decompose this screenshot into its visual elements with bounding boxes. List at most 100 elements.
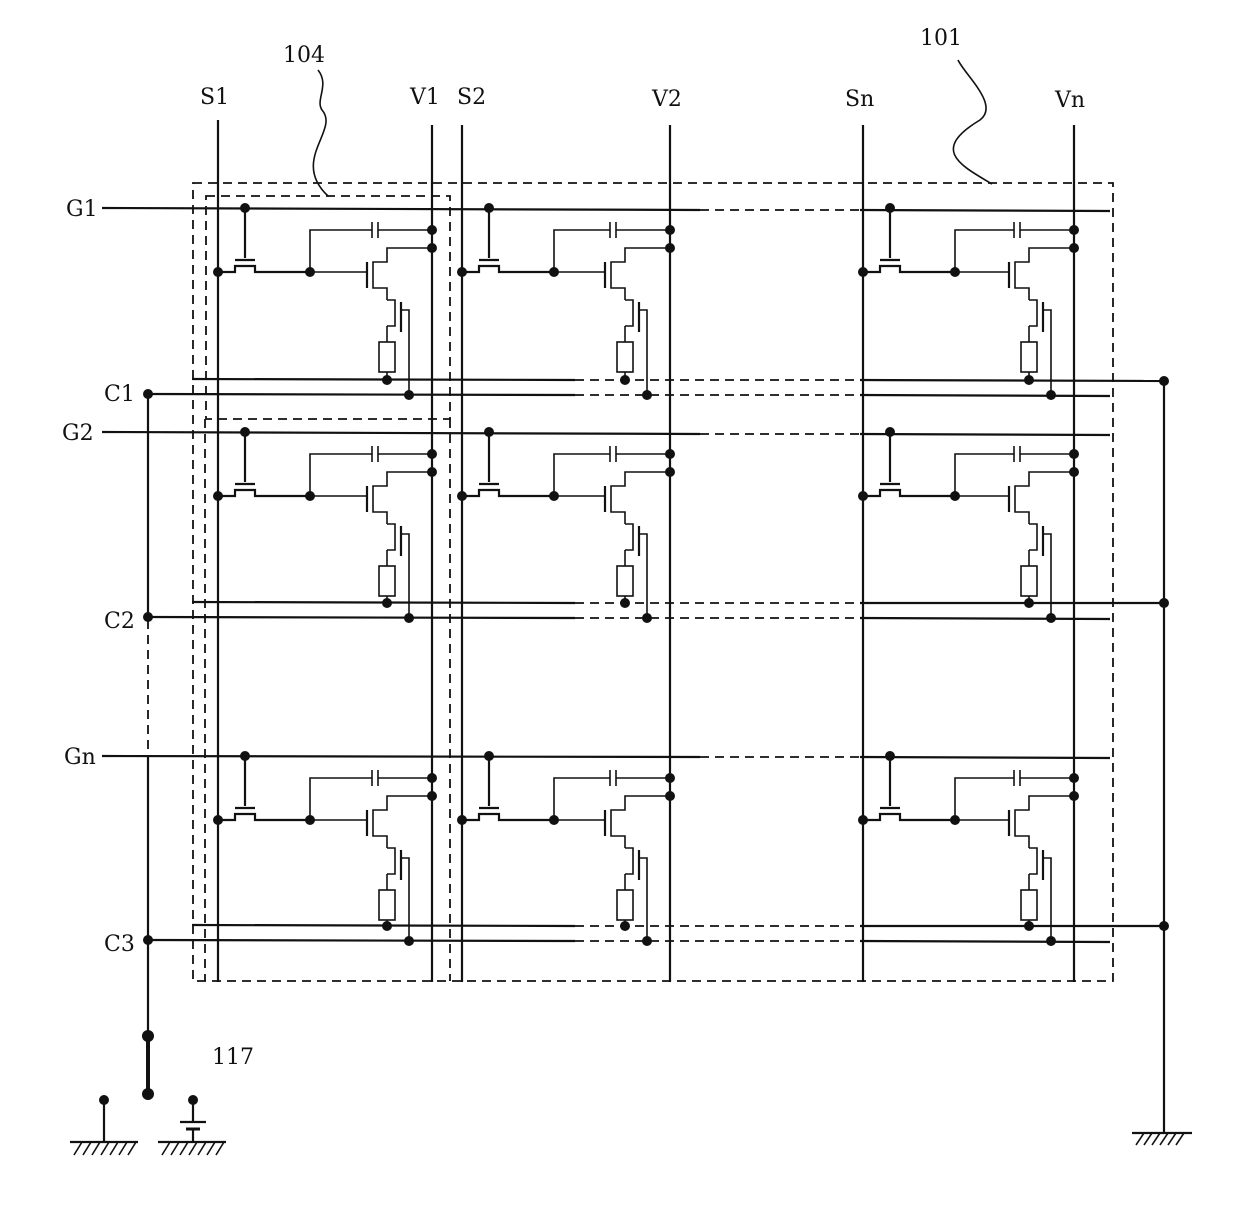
switch-tft-channel — [462, 814, 554, 820]
third-tft-gate-wire — [639, 858, 647, 941]
storage-capacitor-wire — [955, 230, 1014, 272]
gate-line-gn-end — [860, 757, 1110, 758]
switch-tft-channel — [462, 266, 554, 272]
light-emitting-element — [379, 890, 395, 920]
node-dot — [142, 1030, 154, 1042]
node-dot — [1024, 375, 1034, 385]
switch-tft-channel — [863, 814, 955, 820]
switch-tft-channel — [863, 490, 955, 496]
light-emitting-element — [617, 566, 633, 596]
node-dot — [858, 815, 868, 825]
node-dot — [665, 449, 675, 459]
node-dot — [620, 921, 630, 931]
row-label-c3: C3 — [104, 932, 135, 957]
node-dot — [1159, 376, 1169, 386]
third-tft-channel — [625, 300, 633, 326]
row-label-gn: Gn — [64, 745, 96, 770]
light-emitting-element — [1021, 342, 1037, 372]
node-dot — [858, 491, 868, 501]
third-tft-channel — [387, 524, 395, 550]
leader-104 — [313, 70, 328, 196]
drive-tft-channel — [611, 796, 670, 848]
node-dot — [665, 243, 675, 253]
drive-tft-channel — [373, 248, 432, 300]
row-label-c2: C2 — [104, 609, 135, 634]
column-label-sn: Sn — [845, 87, 874, 112]
column-label-v1: V1 — [409, 85, 440, 110]
switch-tft-channel — [218, 814, 310, 820]
node-dot — [1069, 791, 1079, 801]
switch-tft-channel — [863, 266, 955, 272]
pixel-cell — [457, 751, 675, 946]
gate-line-g1-end — [860, 210, 1110, 211]
column-label-vn: Vn — [1054, 88, 1085, 113]
node-dot — [665, 773, 675, 783]
storage-capacitor-wire — [310, 454, 372, 496]
switch-tft-channel — [462, 490, 554, 496]
light-emitting-element — [379, 342, 395, 372]
node-dot — [427, 467, 437, 477]
node-dot — [213, 491, 223, 501]
node-dot — [427, 243, 437, 253]
pixel-array-region-101 — [193, 183, 1113, 981]
third-tft-channel — [387, 848, 395, 874]
third-tft-gate-wire — [1043, 310, 1051, 395]
storage-capacitor-wire — [554, 230, 610, 272]
pixel-cell — [858, 751, 1079, 946]
node-dot — [427, 773, 437, 783]
node-dot — [1046, 390, 1056, 400]
gate-line-g1 — [102, 208, 700, 210]
pixel-cell — [213, 427, 437, 623]
common-line-c3 — [148, 940, 575, 941]
third-tft-gate-wire — [639, 534, 647, 618]
pixel-cells — [213, 203, 1079, 946]
common-line-c2-end — [860, 618, 1110, 619]
common-line-c3-end — [860, 941, 1110, 942]
node-dot — [404, 390, 414, 400]
pixel-cell — [213, 203, 437, 400]
node-dot — [665, 225, 675, 235]
node-dot — [1046, 936, 1056, 946]
common-line-c1 — [148, 394, 575, 395]
leader-101 — [953, 60, 992, 184]
storage-capacitor-wire — [554, 454, 610, 496]
node-dot — [620, 375, 630, 385]
gate-line-g2 — [102, 432, 700, 434]
third-tft-channel — [1029, 848, 1037, 874]
node-dot — [457, 815, 467, 825]
light-emitting-element — [379, 566, 395, 596]
third-tft-gate-wire — [639, 310, 647, 395]
reference-leaders — [313, 60, 992, 196]
drive-tft-channel — [611, 472, 670, 524]
power-source-117 — [158, 1095, 226, 1155]
ref-label-117: 117 — [212, 1045, 254, 1070]
column-label-s1: S1 — [200, 85, 229, 110]
common-lines — [148, 379, 1165, 942]
gate-line-g2-end — [860, 434, 1110, 435]
pixel-cell — [858, 427, 1079, 623]
node-dot — [1069, 773, 1079, 783]
column-label-s2: S2 — [457, 85, 486, 110]
third-tft-gate-wire — [401, 858, 409, 941]
node-dot — [213, 267, 223, 277]
switch-tft-channel — [218, 266, 310, 272]
node-dot — [404, 936, 414, 946]
node-dot — [457, 491, 467, 501]
row-label-c1: C1 — [104, 382, 135, 407]
node-dot — [143, 935, 153, 945]
column-lines — [218, 120, 1074, 982]
ref-label-104: 104 — [283, 43, 325, 68]
node-dot — [1069, 225, 1079, 235]
node-dot — [382, 375, 392, 385]
drive-tft-channel — [373, 472, 432, 524]
node-dot — [427, 225, 437, 235]
node-dot — [665, 791, 675, 801]
light-emitting-element — [1021, 566, 1037, 596]
storage-capacitor-wire — [554, 778, 610, 820]
cathode-line-top-1-end — [860, 380, 1165, 381]
node-dot — [142, 1088, 154, 1100]
gate-line-gn — [102, 756, 700, 757]
storage-capacitor-wire — [955, 778, 1014, 820]
node-dot — [1069, 449, 1079, 459]
